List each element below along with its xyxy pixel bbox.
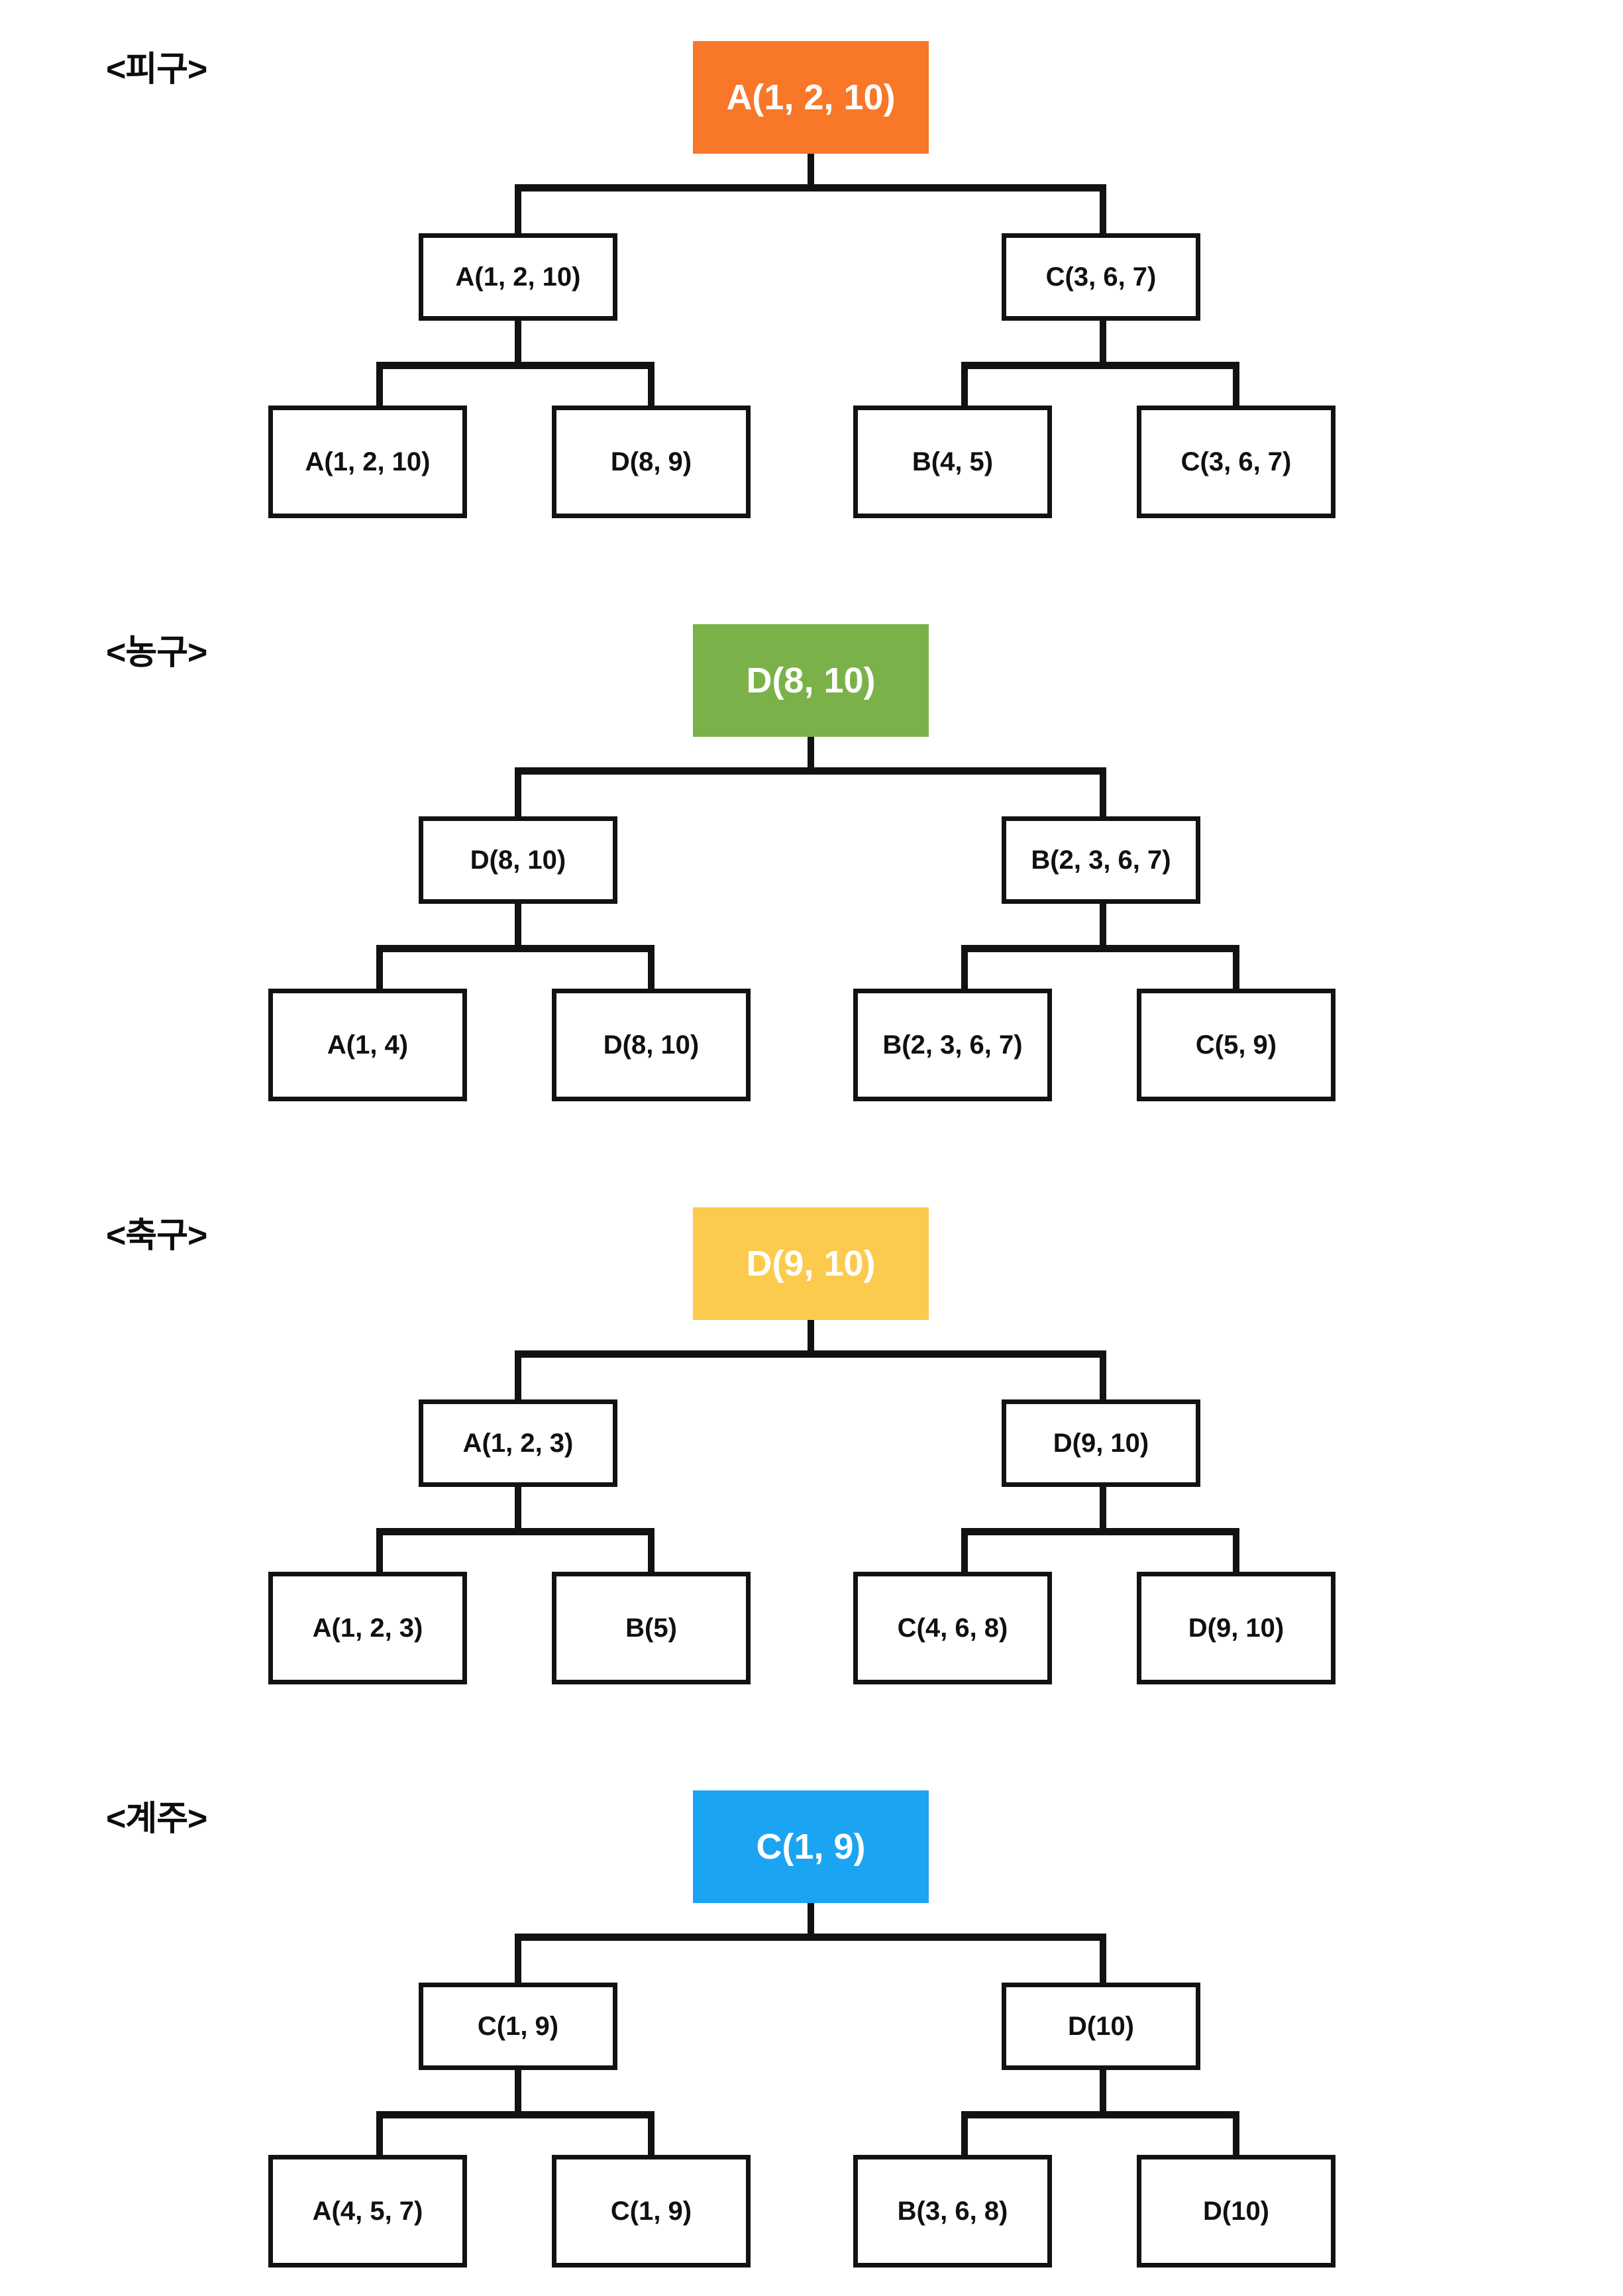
connector-mid-right-stem (1100, 904, 1106, 945)
leaf-node-3[interactable]: B(2, 3, 6, 7) (853, 989, 1052, 1101)
mid-node-left[interactable]: D(8, 10) (419, 816, 617, 904)
connector-leaf4-drop (1233, 945, 1239, 989)
connector-leaf4-drop (1233, 2111, 1239, 2155)
connector-leaf2-drop (648, 362, 654, 406)
root-node[interactable]: D(8, 10) (693, 624, 929, 737)
connector-drop-left (515, 1350, 521, 1399)
connector-mid-left-bar (376, 2111, 654, 2118)
connector-leaf1-drop (376, 362, 383, 406)
leaf-node-3[interactable]: B(4, 5) (853, 406, 1052, 518)
bracket-section-soccer: <축구> D(9, 10) A(1, 2, 3) D(9, 10) A(1, 2… (0, 1166, 1623, 1690)
connector-mid-left-bar (376, 1528, 654, 1535)
connector-top-bar (515, 1350, 1106, 1358)
connector-leaf3-drop (961, 2111, 968, 2155)
leaf-node-4[interactable]: D(10) (1137, 2155, 1335, 2268)
root-node[interactable]: C(1, 9) (693, 1790, 929, 1903)
section-title: <계주> (106, 1800, 207, 1838)
connector-leaf2-drop (648, 945, 654, 989)
leaf-node-2[interactable]: D(8, 9) (552, 406, 751, 518)
leaf-node-4[interactable]: C(5, 9) (1137, 989, 1335, 1101)
section-title: <피구> (106, 50, 207, 89)
connector-mid-left-stem (515, 904, 521, 945)
connector-top-bar (515, 184, 1106, 191)
leaf-node-3[interactable]: C(4, 6, 8) (853, 1572, 1052, 1684)
mid-node-right[interactable]: D(10) (1002, 1983, 1200, 2070)
connector-mid-right-bar (961, 945, 1239, 952)
connector-leaf2-drop (648, 2111, 654, 2155)
connector-root-stem (808, 154, 814, 184)
connector-mid-right-stem (1100, 1487, 1106, 1528)
connector-mid-right-stem (1100, 2070, 1106, 2111)
connector-leaf1-drop (376, 1528, 383, 1572)
connector-root-stem (808, 1320, 814, 1350)
connector-mid-left-stem (515, 2070, 521, 2111)
connector-leaf4-drop (1233, 1528, 1239, 1572)
bracket-section-basketball: <농구> D(8, 10) D(8, 10) B(2, 3, 6, 7) A(1… (0, 583, 1623, 1107)
connector-mid-left-bar (376, 362, 654, 369)
leaf-node-2[interactable]: B(5) (552, 1572, 751, 1684)
connector-root-stem (808, 737, 814, 767)
connector-drop-right (1100, 184, 1106, 233)
connector-drop-right (1100, 767, 1106, 816)
leaf-node-3[interactable]: B(3, 6, 8) (853, 2155, 1052, 2268)
connector-mid-left-stem (515, 321, 521, 362)
connector-leaf1-drop (376, 2111, 383, 2155)
connector-drop-right (1100, 1934, 1106, 1983)
root-node[interactable]: A(1, 2, 10) (693, 41, 929, 154)
connector-top-bar (515, 1934, 1106, 1941)
leaf-node-1[interactable]: A(1, 2, 10) (268, 406, 467, 518)
leaf-node-1[interactable]: A(1, 4) (268, 989, 467, 1101)
connector-leaf3-drop (961, 362, 968, 406)
mid-node-right[interactable]: B(2, 3, 6, 7) (1002, 816, 1200, 904)
leaf-node-1[interactable]: A(4, 5, 7) (268, 2155, 467, 2268)
connector-drop-left (515, 767, 521, 816)
bracket-section-dodgeball: <피구> A(1, 2, 10) A(1, 2, 10) C(3, 6, 7) … (0, 0, 1623, 523)
mid-node-right[interactable]: C(3, 6, 7) (1002, 233, 1200, 321)
connector-drop-right (1100, 1350, 1106, 1399)
connector-top-bar (515, 767, 1106, 775)
connector-leaf4-drop (1233, 362, 1239, 406)
mid-node-left[interactable]: C(1, 9) (419, 1983, 617, 2070)
connector-leaf3-drop (961, 945, 968, 989)
connector-leaf2-drop (648, 1528, 654, 1572)
connector-mid-left-stem (515, 1487, 521, 1528)
leaf-node-1[interactable]: A(1, 2, 3) (268, 1572, 467, 1684)
connector-mid-left-bar (376, 945, 654, 952)
mid-node-left[interactable]: A(1, 2, 10) (419, 233, 617, 321)
bracket-section-relay: <계주> C(1, 9) C(1, 9) D(10) A(4, 5, 7) C(… (0, 1749, 1623, 2273)
section-title: <축구> (106, 1217, 207, 1255)
leaf-node-2[interactable]: C(1, 9) (552, 2155, 751, 2268)
connector-mid-right-bar (961, 362, 1239, 369)
connector-drop-left (515, 184, 521, 233)
mid-node-left[interactable]: A(1, 2, 3) (419, 1399, 617, 1487)
leaf-node-4[interactable]: C(3, 6, 7) (1137, 406, 1335, 518)
connector-drop-left (515, 1934, 521, 1983)
mid-node-right[interactable]: D(9, 10) (1002, 1399, 1200, 1487)
connector-leaf3-drop (961, 1528, 968, 1572)
leaf-node-4[interactable]: D(9, 10) (1137, 1572, 1335, 1684)
section-title: <농구> (106, 633, 207, 672)
connector-root-stem (808, 1903, 814, 1934)
connector-mid-right-stem (1100, 321, 1106, 362)
root-node[interactable]: D(9, 10) (693, 1207, 929, 1320)
leaf-node-2[interactable]: D(8, 10) (552, 989, 751, 1101)
connector-leaf1-drop (376, 945, 383, 989)
connector-mid-right-bar (961, 1528, 1239, 1535)
connector-mid-right-bar (961, 2111, 1239, 2118)
